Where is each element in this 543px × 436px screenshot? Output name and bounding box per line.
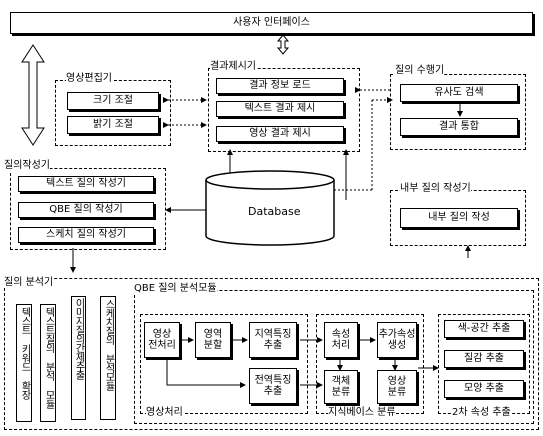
text-query-label: 텍스트 질의 작성기	[46, 178, 126, 190]
qbe-query-box: QBE 질의 작성기	[18, 202, 154, 218]
segment-label: 영역 분할	[203, 328, 223, 352]
shape-box: 모양 추출	[444, 380, 524, 398]
database-cylinder	[205, 170, 335, 246]
color-space-box: 색-공간 추출	[444, 320, 524, 338]
internal-query-label: 내부 질의 작성	[428, 212, 490, 224]
ui-double-arrow	[276, 34, 290, 55]
image-class-label: 영상 분류	[387, 375, 407, 399]
preprocess-label: 영상 전처리	[148, 328, 176, 352]
texture-box: 질감 추출	[444, 350, 524, 368]
merge-results-label: 결과 통합	[439, 121, 479, 133]
local-feature-label: 지역특징 추출	[254, 328, 292, 352]
global-feature-label: 전역특징 추출	[254, 374, 292, 398]
image-result-label: 영상 결과 제시	[249, 128, 311, 140]
resize-label: 크기 조절	[93, 95, 133, 107]
image-editor-title: 영상편집기	[66, 73, 112, 84]
texture-label: 질감 추출	[464, 353, 504, 365]
sketch-analysis-label: 스케치질의 분석모듈	[103, 299, 114, 390]
brightness-box: 밝기 조절	[67, 116, 159, 134]
preprocess-box: 영상 전처리	[144, 322, 180, 358]
attr-process-box: 속성 처리	[324, 322, 358, 358]
object-class-box: 객체 분류	[324, 370, 358, 404]
extra-attr-label: 추가속성 생성	[378, 328, 416, 352]
image-query-box	[71, 296, 86, 420]
query-analyzer-title: 질의 분석기	[4, 277, 54, 288]
internal-query-title: 내부 질의 작성기	[400, 183, 471, 194]
resize-box: 크기 조절	[67, 92, 159, 110]
result-presenter-title: 결과제시기	[210, 61, 256, 72]
query-executor-frame	[390, 74, 526, 150]
internal-query-box: 내부 질의 작성	[400, 208, 518, 228]
load-result-box: 결과 정보 로드	[216, 78, 344, 94]
image-query-label: 이미지질의간제추출	[73, 298, 84, 379]
text-query-box: 텍스트 질의 작성기	[18, 176, 154, 192]
secondary-attr-label: 2차 속성 추출	[452, 407, 511, 418]
image-processing-label: 영상처리	[146, 407, 183, 418]
image-processing-frame	[140, 314, 308, 414]
query-analyzer-frame	[4, 278, 539, 430]
similarity-search-label: 유사도 검색	[434, 87, 484, 99]
global-feature-box: 전역특징 추출	[249, 368, 297, 404]
keyword-expand-box	[16, 304, 32, 422]
merge-results-box: 결과 통합	[400, 118, 518, 136]
similarity-search-box: 유사도 검색	[400, 84, 518, 102]
image-result-box: 영상 결과 제시	[216, 126, 344, 142]
load-result-label: 결과 정보 로드	[249, 80, 311, 92]
keyword-expand-label: 텍스트 키워드 확장	[19, 307, 30, 399]
object-class-label: 객체 분류	[331, 375, 351, 399]
text-analysis-label: 텍스트질의 분석 모듈	[43, 307, 54, 408]
user-interface-bar: 사용자 인터페이스	[10, 12, 533, 34]
sketch-analysis-box	[100, 296, 116, 420]
local-feature-box: 지역특징 추출	[249, 322, 297, 358]
sketch-query-box: 스케치 질의 작성기	[18, 227, 154, 243]
shape-label: 모양 추출	[464, 383, 504, 395]
image-class-box: 영상 분류	[377, 370, 417, 404]
left-double-arrow	[21, 44, 45, 146]
text-result-box: 텍스트 결과 제시	[216, 101, 344, 117]
image-editor-frame	[55, 80, 171, 146]
sketch-query-label: 스케치 질의 작성기	[46, 229, 126, 241]
segment-box: 영역 분할	[195, 322, 231, 358]
query-executor-title: 질의 수행기	[395, 65, 445, 76]
brightness-label: 밝기 조절	[93, 119, 133, 131]
user-interface-label: 사용자 인터페이스	[233, 17, 310, 29]
extra-attr-box: 추가속성 생성	[377, 322, 417, 358]
text-analysis-box	[40, 304, 56, 422]
result-presenter-frame	[208, 68, 360, 152]
qbe-module-title: QBE 질의 분석모듈	[134, 283, 217, 294]
text-result-label: 텍스트 결과 제시	[244, 103, 316, 115]
attr-process-label: 속성 처리	[331, 328, 351, 352]
database-label: Database	[248, 205, 301, 218]
qbe-query-label: QBE 질의 작성기	[49, 204, 123, 216]
query-builder-title: 질의작성기	[4, 160, 50, 171]
knowledge-base-label: 지식베이스 분류	[328, 407, 396, 418]
qbe-module-frame	[134, 290, 534, 424]
color-space-label: 색-공간 추출	[457, 323, 511, 335]
query-builder-frame	[10, 168, 166, 250]
